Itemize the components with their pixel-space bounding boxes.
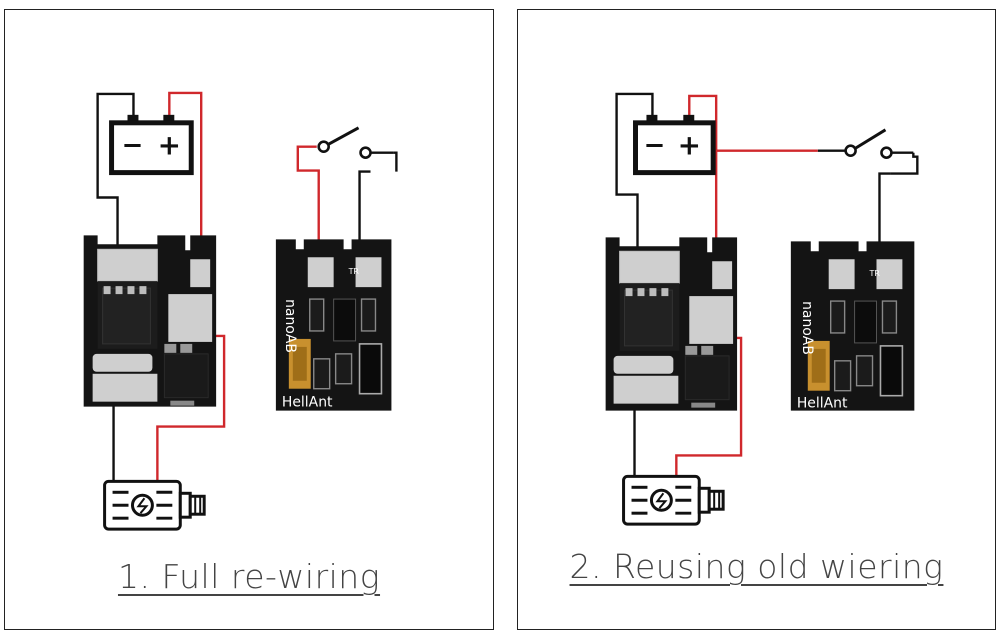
battery-minus-label: −: [644, 131, 666, 161]
wire-battery-negative: [615, 92, 654, 256]
battery-plus-label: +: [158, 129, 181, 162]
board-model-label: nanoAB: [282, 299, 298, 353]
panel-reusing-old-wiring: − +: [517, 9, 996, 630]
wiring-diagram-2: − +: [605, 92, 919, 526]
wire-switch-end: [393, 151, 398, 172]
wiring-diagram-1: − +: [83, 91, 398, 531]
wire-battery-negative: [96, 92, 135, 255]
wire-switch-end: [890, 152, 919, 175]
board-pin-label: TR: [869, 269, 881, 278]
board-model-label: nanoAB: [799, 301, 815, 355]
caption-full-rewiring: 1. Full re-wiring: [117, 557, 381, 596]
motor-icon: [622, 474, 725, 526]
wire-switch-to-trigger: [878, 172, 891, 258]
wire-battery-positive: [688, 94, 718, 257]
battery-icon: − +: [109, 114, 194, 176]
wire-battery-positive: [168, 91, 203, 255]
board-brand-label: HellAnt: [797, 396, 848, 412]
motor-icon: [103, 479, 206, 531]
caption-reusing-old-wiring: 2. Reusing old wiering: [569, 547, 944, 586]
battery-icon: − +: [633, 114, 716, 176]
battery-plus-label: +: [678, 129, 701, 162]
switch-icon: [317, 126, 394, 159]
mosfet-board: [83, 235, 217, 407]
switch-icon: [844, 128, 914, 159]
mosfet-board: [605, 237, 738, 411]
nanoab-board: nanoAB TR HellAnt: [790, 241, 915, 412]
board-brand-label: HellAnt: [282, 395, 333, 411]
board-pin-label: TR: [348, 267, 360, 276]
wire-switch-to-trigger: [358, 170, 371, 252]
nanoab-board: nanoAB TR HellAnt: [275, 239, 392, 411]
panel-full-rewiring: − +: [4, 9, 494, 630]
wire-switch-positive: [296, 145, 320, 256]
battery-minus-label: −: [122, 131, 144, 161]
